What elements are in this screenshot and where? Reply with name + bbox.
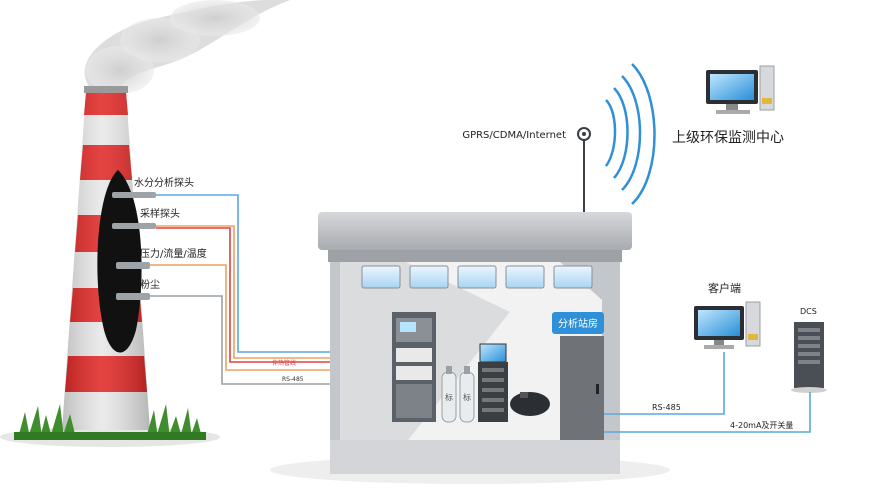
analyzer-cabinet xyxy=(392,312,436,422)
monitoring-center-label: 上级环保监测中心 xyxy=(672,130,784,146)
network-label: GPRS/CDMA/Internet xyxy=(462,130,566,141)
probe-sampling xyxy=(112,223,156,229)
dcs-label: DCS xyxy=(800,307,817,316)
analog-link-label: 4-20mA及开关量 xyxy=(730,420,793,430)
data-rack xyxy=(478,343,508,422)
probe-pressure-label: 压力/流量/温度 xyxy=(140,247,207,260)
antenna xyxy=(577,127,591,212)
wireless-signal-icon xyxy=(604,63,656,205)
compressor-tank xyxy=(510,392,550,416)
monitoring-center-computer-icon xyxy=(706,65,775,114)
output-links xyxy=(604,352,811,433)
probe-sampling-label: 采样探头 xyxy=(140,207,180,220)
probes xyxy=(112,192,156,300)
station-sign-text: 分析站房 xyxy=(558,317,598,330)
client-computer-icon xyxy=(694,301,761,349)
probe-dust-label: 粉尘 xyxy=(140,278,160,291)
smoke-plume xyxy=(84,0,291,94)
analysis-station xyxy=(318,212,632,474)
probe-moisture xyxy=(112,192,156,198)
probe-moisture-label: 水分分析探头 xyxy=(134,176,194,189)
heated-line-label: 伴热管线 xyxy=(272,359,296,367)
probe-pressure xyxy=(116,262,150,269)
client-label: 客户端 xyxy=(708,281,741,295)
gas-cylinders xyxy=(441,366,475,423)
cylinder-label-1: 标 xyxy=(445,392,453,402)
probe-cables xyxy=(150,194,346,385)
station-sign xyxy=(552,312,604,334)
cylinder-label-2: 标 xyxy=(463,392,471,402)
probe-dust xyxy=(116,293,150,300)
rs485-right-label: RS-485 xyxy=(652,403,681,412)
dcs-server-icon xyxy=(791,322,827,393)
grass xyxy=(14,404,206,440)
rs485-left-label: RS-485 xyxy=(282,376,304,383)
chimney xyxy=(62,86,150,430)
